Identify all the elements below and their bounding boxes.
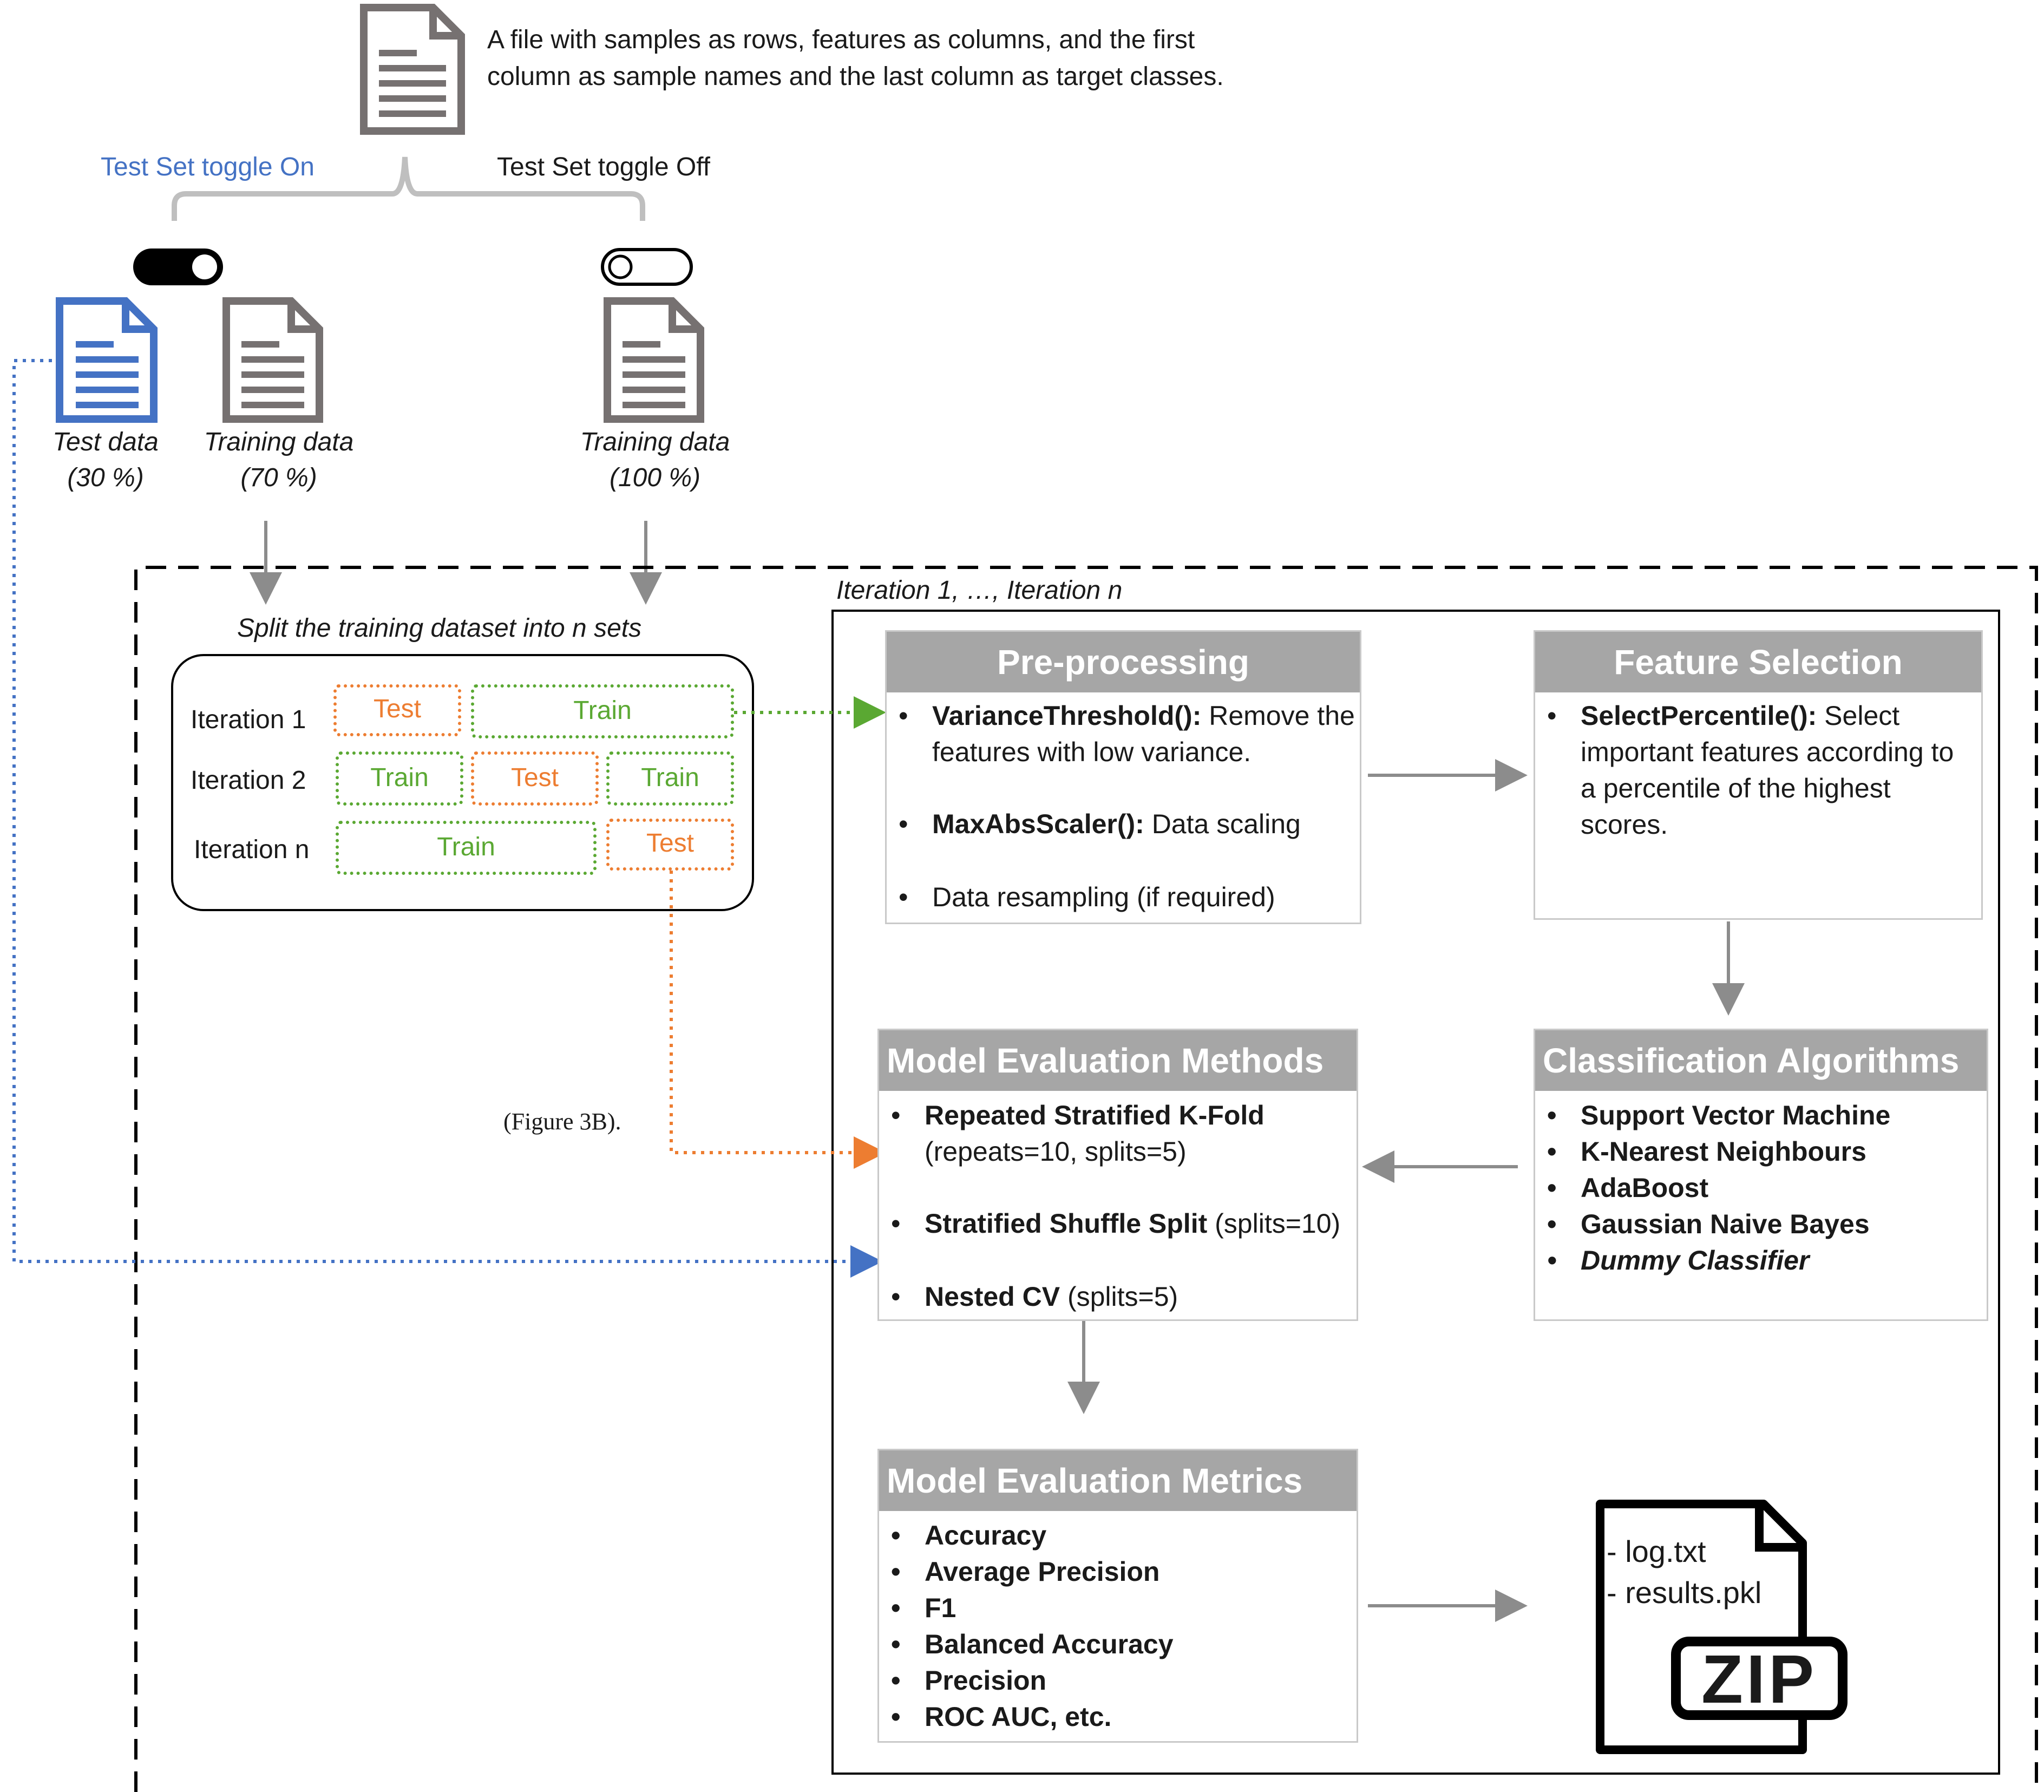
item-text: a percentile of the highest bbox=[1581, 773, 1891, 803]
feature-selection-title: Feature Selection bbox=[1535, 632, 1981, 692]
metric-item: Balanced Accuracy bbox=[879, 1626, 1357, 1663]
training-100-label: Training data (100 %) bbox=[563, 424, 747, 496]
test-data-label-line1: Test data bbox=[53, 428, 159, 456]
split-bracket bbox=[172, 156, 645, 221]
feature-selection-card: Feature Selection SelectPercentile(): Se… bbox=[1534, 630, 1983, 920]
output-file-log: - log.txt bbox=[1607, 1534, 1706, 1568]
training-100-document-icon bbox=[604, 297, 704, 423]
training-70-label-line1: Training data bbox=[204, 428, 354, 456]
eval-metrics-title: Model Evaluation Metrics bbox=[879, 1450, 1357, 1511]
item-text: (splits=5) bbox=[1060, 1281, 1178, 1312]
item-text: scores. bbox=[1581, 809, 1668, 840]
preprocessing-title: Pre-processing bbox=[887, 632, 1360, 692]
feature-selection-item: SelectPercentile(): Select important feat… bbox=[1535, 698, 1981, 843]
metric-item: Precision bbox=[879, 1663, 1357, 1699]
training-70-document-icon bbox=[222, 297, 323, 423]
iteration-1-label: Iteration 1 bbox=[191, 705, 306, 734]
eval-methods-title: Model Evaluation Methods bbox=[879, 1030, 1357, 1091]
training-100-label-line1: Training data bbox=[580, 428, 730, 456]
description-line-1: A file with samples as rows, features as… bbox=[487, 25, 1195, 54]
classifier-item: AdaBoost bbox=[1535, 1170, 1987, 1206]
item-text: Select bbox=[1817, 701, 1900, 731]
item-bold: Nested CV bbox=[925, 1281, 1060, 1312]
metric-item: Accuracy bbox=[879, 1518, 1357, 1554]
test-data-label: Test data (30 %) bbox=[32, 424, 179, 496]
toggle-on-label: Test Set toggle On bbox=[101, 153, 315, 181]
fold-cell-test: Test bbox=[471, 751, 599, 806]
fold-cell-test: Test bbox=[333, 684, 461, 736]
classifier-item: Gaussian Naive Bayes bbox=[1535, 1206, 1987, 1242]
item-text: (splits=10) bbox=[1207, 1208, 1341, 1239]
split-title: Split the training dataset into n sets bbox=[237, 614, 642, 643]
eval-method-item: Stratified Shuffle Split (splits=10) bbox=[879, 1206, 1357, 1242]
toggle-off-icon bbox=[601, 248, 693, 286]
arrow-test-to-evaluation bbox=[670, 871, 886, 1169]
item-text: important features according to bbox=[1581, 737, 1954, 767]
figure-reference: (Figure 3B). bbox=[503, 1108, 621, 1135]
metric-item: Average Precision bbox=[879, 1554, 1357, 1590]
toggle-on-icon bbox=[133, 248, 223, 285]
iteration-frame bbox=[831, 610, 2000, 1775]
fold-cell-train: Train bbox=[336, 821, 597, 875]
eval-method-item: Repeated Stratified K-Fold (repeats=10, s… bbox=[879, 1097, 1357, 1170]
item-text: Data resampling (if required) bbox=[932, 882, 1275, 912]
preprocessing-item: VarianceThreshold(): Remove the features … bbox=[887, 698, 1360, 770]
preprocessing-item: MaxAbsScaler(): Data scaling bbox=[887, 806, 1360, 842]
input-file-description: A file with samples as rows, features as… bbox=[487, 22, 1462, 95]
item-bold: MaxAbsScaler(): bbox=[932, 809, 1144, 839]
fold-cell-test: Test bbox=[606, 819, 734, 871]
outer-dashed-frame bbox=[134, 566, 2038, 1792]
classification-title: Classification Algorithms bbox=[1535, 1030, 1987, 1091]
fold-cell-train: Train bbox=[471, 684, 734, 738]
training-70-label: Training data (70 %) bbox=[187, 424, 371, 496]
classification-card: Classification Algorithms Support Vector… bbox=[1534, 1029, 1988, 1321]
metric-item: F1 bbox=[879, 1590, 1357, 1626]
item-bold: VarianceThreshold(): bbox=[932, 701, 1202, 731]
arrow-testdata-to-evaluation bbox=[12, 359, 883, 1278]
item-text: Data scaling bbox=[1144, 809, 1301, 839]
iteration-2-label: Iteration 2 bbox=[191, 766, 306, 795]
iteration-range-label: Iteration 1, …, Iteration n bbox=[836, 576, 1123, 605]
toggle-off-label: Test Set toggle Off bbox=[497, 153, 711, 181]
item-text: (repeats=10, splits=5) bbox=[925, 1136, 1187, 1167]
metric-item: ROC AUC, etc. bbox=[879, 1699, 1357, 1735]
item-text: features with low variance. bbox=[932, 737, 1252, 767]
iteration-n-label: Iteration n bbox=[194, 835, 310, 864]
item-text: Remove the bbox=[1201, 701, 1355, 731]
item-bold: Repeated Stratified K-Fold bbox=[925, 1100, 1265, 1130]
classifier-item: Support Vector Machine bbox=[1535, 1097, 1987, 1134]
zip-file-icon bbox=[1596, 1500, 1848, 1754]
fold-cell-train: Train bbox=[336, 751, 463, 806]
preprocessing-item: Data resampling (if required) bbox=[887, 879, 1360, 915]
eval-metrics-card: Model Evaluation Metrics Accuracy Averag… bbox=[877, 1449, 1358, 1743]
zip-label: ZIP bbox=[1701, 1641, 1817, 1717]
training-70-label-line2: (70 %) bbox=[240, 463, 317, 492]
classifier-item: K-Nearest Neighbours bbox=[1535, 1134, 1987, 1170]
output-file-list: - log.txt - results.pkl bbox=[1607, 1531, 1761, 1613]
item-bold: SelectPercentile(): bbox=[1581, 701, 1817, 731]
test-data-label-line2: (30 %) bbox=[67, 463, 144, 492]
test-data-document-icon bbox=[56, 297, 158, 423]
eval-method-item: Nested CV (splits=5) bbox=[879, 1279, 1357, 1315]
training-100-label-line2: (100 %) bbox=[609, 463, 701, 492]
fold-cell-train: Train bbox=[606, 751, 734, 806]
description-line-2: column as sample names and the last colu… bbox=[487, 62, 1224, 91]
output-file-results: - results.pkl bbox=[1607, 1575, 1762, 1610]
item-bold: Stratified Shuffle Split bbox=[925, 1208, 1208, 1239]
classifier-item: Dummy Classifier bbox=[1535, 1242, 1987, 1279]
eval-methods-card: Model Evaluation Methods Repeated Strati… bbox=[877, 1029, 1358, 1321]
input-document-icon bbox=[360, 4, 465, 135]
preprocessing-card: Pre-processing VarianceThreshold(): Remo… bbox=[885, 630, 1361, 924]
